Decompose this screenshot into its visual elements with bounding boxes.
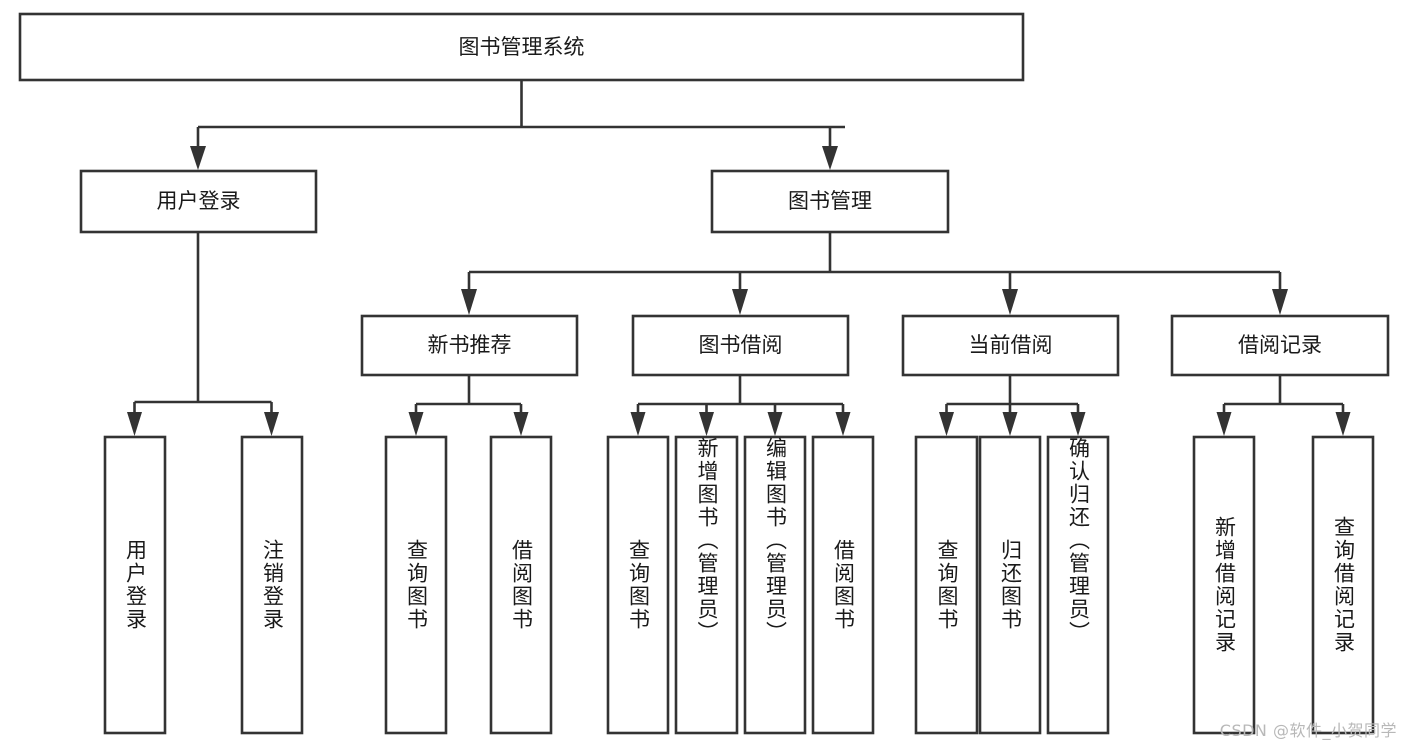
- arrow-head-icon: [835, 412, 851, 436]
- node-root[interactable]: 图书管理系统: [18, 12, 1025, 82]
- arrow-head-icon: [1335, 412, 1351, 436]
- leaf-box-query-book-3[interactable]: [914, 435, 979, 735]
- node-new-book-recommend-label: 新书推荐: [428, 333, 512, 357]
- arrow-head-icon: [513, 412, 529, 436]
- arrow-head-icon: [461, 289, 477, 315]
- node-user-login-label: 用户登录: [157, 189, 241, 213]
- node-book-management[interactable]: 图书管理: [710, 169, 950, 234]
- arrow-head-icon: [732, 289, 748, 315]
- arrow-head-icon: [264, 412, 279, 436]
- arrow-head-icon: [699, 412, 714, 436]
- node-book-borrow[interactable]: 图书借阅: [631, 314, 850, 377]
- connector-bookborrow-to-leaves: [630, 376, 851, 436]
- node-book-borrow-label: 图书借阅: [699, 333, 783, 357]
- leaf-box-borrow-book-1[interactable]: [489, 435, 553, 735]
- leaf-box-add-book[interactable]: [674, 435, 739, 735]
- leaf-box-user-login[interactable]: [103, 435, 167, 735]
- leaf-box-return-book[interactable]: [978, 435, 1042, 735]
- arrow-head-icon: [127, 412, 142, 436]
- arrow-head-icon: [822, 146, 838, 170]
- connector-currentborrow-to-leaves: [939, 376, 1086, 436]
- arrow-head-icon: [1002, 289, 1018, 315]
- leaf-box-query-book-2[interactable]: [606, 435, 670, 735]
- leaf-box-edit-book[interactable]: [743, 435, 807, 735]
- arrow-head-icon: [939, 412, 954, 436]
- node-root-label: 图书管理系统: [459, 35, 585, 59]
- leaf-box-add-record[interactable]: [1192, 435, 1256, 735]
- node-current-borrow-label: 当前借阅: [969, 333, 1053, 357]
- node-current-borrow[interactable]: 当前借阅: [901, 314, 1120, 377]
- leaf-boxes: [103, 435, 1375, 735]
- node-new-book-recommend[interactable]: 新书推荐: [360, 314, 579, 377]
- node-user-login[interactable]: 用户登录: [79, 169, 318, 234]
- arrow-head-icon: [1216, 412, 1232, 436]
- leaf-box-query-book-1[interactable]: [384, 435, 448, 735]
- connector-root-to-level2: [190, 81, 845, 170]
- connector-borrowrecord-to-leaves: [1216, 376, 1351, 436]
- leaf-box-logout-login[interactable]: [240, 435, 304, 735]
- arrow-head-icon: [408, 412, 424, 436]
- node-book-management-label: 图书管理: [788, 189, 872, 213]
- node-borrow-record[interactable]: 借阅记录: [1170, 314, 1390, 377]
- arrow-head-icon: [767, 412, 783, 436]
- arrow-head-icon: [190, 146, 206, 170]
- leaf-box-query-record[interactable]: [1311, 435, 1375, 735]
- watermark-text: CSDN @软件_小贺同学: [1219, 721, 1397, 740]
- leaf-box-borrow-book-2[interactable]: [811, 435, 875, 735]
- connector-newbook-to-leaves: [408, 376, 529, 436]
- node-borrow-record-label: 借阅记录: [1238, 333, 1322, 357]
- connector-bookmgmt-to-level3: [461, 233, 1288, 315]
- leaf-box-confirm-return[interactable]: [1046, 435, 1110, 735]
- arrow-head-icon: [630, 412, 646, 436]
- arrow-head-icon: [1272, 289, 1288, 315]
- arrow-head-icon: [1070, 412, 1086, 436]
- connector-userlogin-to-leaves: [127, 233, 279, 436]
- arrow-head-icon: [1002, 412, 1018, 436]
